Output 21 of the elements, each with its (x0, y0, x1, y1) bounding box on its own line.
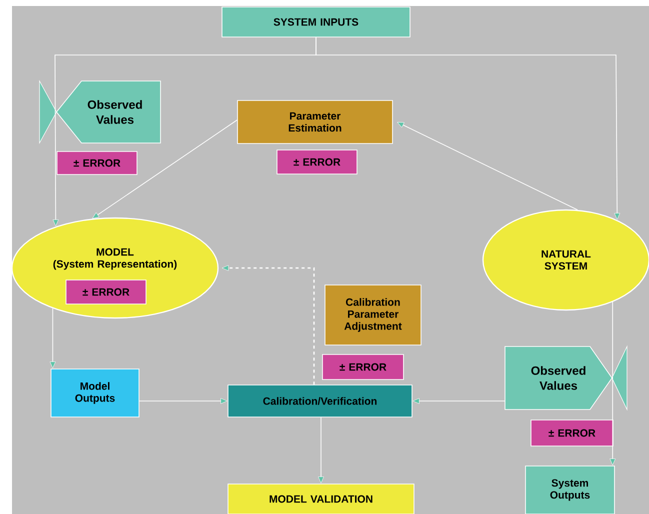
output-box: Model Outputs (50, 368, 140, 418)
arrow (412, 398, 506, 404)
process-box: Parameter Estimation (237, 100, 393, 144)
error-box: ± ERROR (66, 280, 146, 304)
input-box: SYSTEM INPUTS (222, 6, 410, 38)
error-box: ± ERROR (56, 151, 138, 175)
arrow (397, 122, 578, 210)
validation-box: MODEL VALIDATION (228, 484, 414, 514)
error-box: ± ERROR (276, 150, 358, 174)
arrow (139, 398, 228, 404)
error-box: ± ERROR (530, 420, 614, 446)
output-box: System Outputs (525, 466, 615, 514)
error-box: ± ERROR (322, 354, 404, 380)
arrow (610, 302, 616, 466)
arrow (318, 417, 324, 484)
process-box: Calibration Parameter Adjustment (324, 284, 422, 346)
arrow (50, 308, 56, 368)
arrow (92, 120, 238, 219)
arrow (222, 265, 315, 385)
process-box: Calibration/Verification (228, 384, 412, 418)
arrow (316, 37, 620, 220)
